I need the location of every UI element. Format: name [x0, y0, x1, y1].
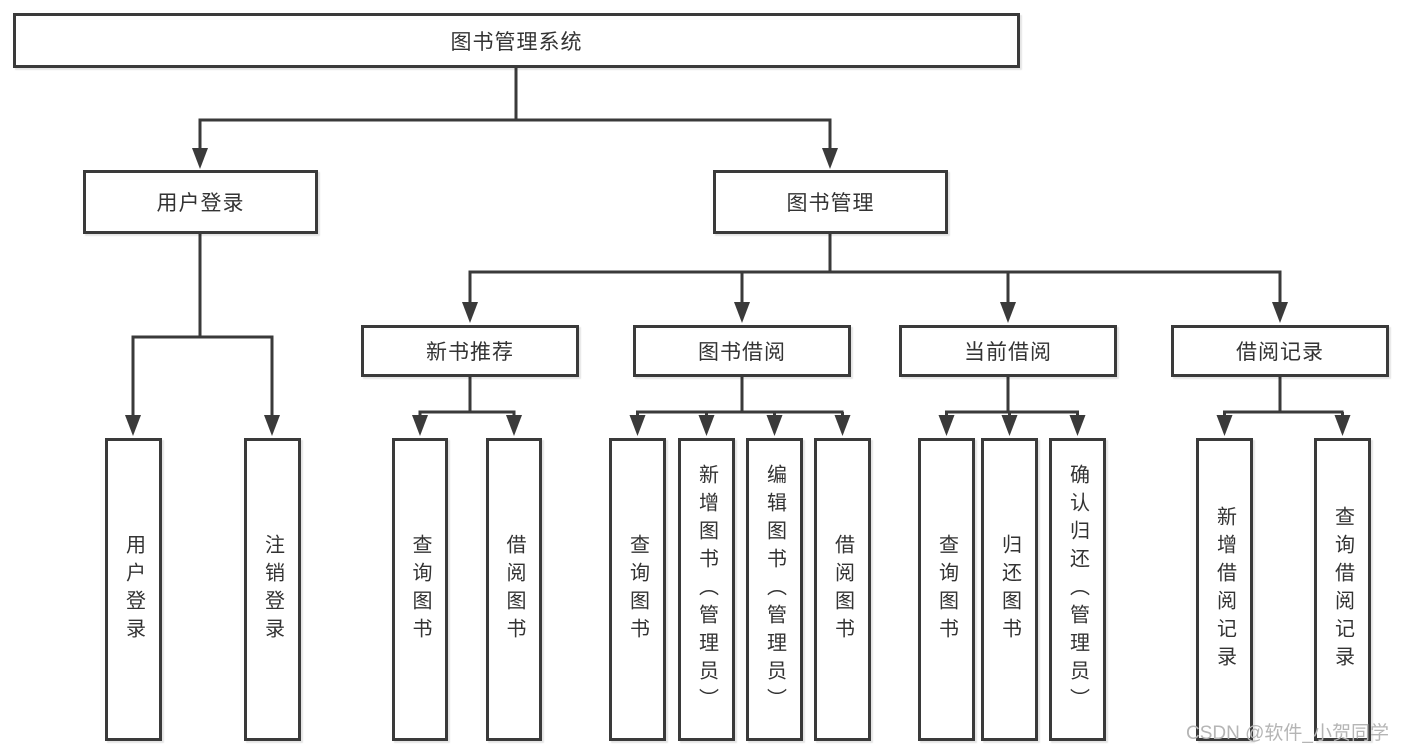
node-user-login: 用户登录	[83, 170, 318, 234]
node-root-label: 图书管理系统	[450, 30, 583, 54]
node-book-management-label: 图书管理	[786, 192, 875, 215]
node-book-borrowing-label: 图书借阅	[698, 341, 786, 364]
leaf-borrowing-borrow-books-label: 借阅图书	[831, 533, 854, 646]
leaf-current-confirm-return-admin: 确认归还（管理员）	[1049, 438, 1106, 741]
leaf-recommend-borrow-books: 借阅图书	[486, 438, 542, 741]
leaf-logout: 注销登录	[244, 438, 301, 741]
leaf-borrowing-query-books-label: 查询图书	[626, 533, 649, 646]
leaf-recommend-query-books: 查询图书	[392, 438, 448, 741]
leaf-borrowing-add-books-admin: 新增图书（管理员）	[678, 438, 735, 741]
leaf-borrowing-edit-books-admin-label: 编辑图书（管理员）	[763, 463, 786, 716]
leaf-logout-label: 注销登录	[261, 533, 284, 646]
leaf-borrowing-add-books-admin-label: 新增图书（管理员）	[695, 463, 718, 716]
leaf-records-query-record: 查询借阅记录	[1314, 438, 1371, 741]
leaf-recommend-query-books-label: 查询图书	[409, 533, 431, 646]
leaf-current-query-books: 查询图书	[918, 438, 975, 741]
node-book-management: 图书管理	[713, 170, 948, 234]
node-borrow-records-label: 借阅记录	[1236, 341, 1324, 364]
leaf-records-query-record-label: 查询借阅记录	[1331, 505, 1354, 674]
leaf-current-return-books: 归还图书	[981, 438, 1038, 741]
leaf-user-login-label: 用户登录	[122, 533, 145, 646]
leaf-recommend-borrow-books-label: 借阅图书	[503, 533, 525, 646]
leaf-current-query-books-label: 查询图书	[935, 533, 958, 646]
leaf-borrowing-borrow-books: 借阅图书	[814, 438, 871, 741]
node-borrow-records: 借阅记录	[1171, 325, 1389, 377]
leaf-current-return-books-label: 归还图书	[998, 533, 1021, 646]
leaf-borrowing-edit-books-admin: 编辑图书（管理员）	[746, 438, 803, 741]
node-current-borrow-label: 当前借阅	[964, 341, 1052, 364]
node-root: 图书管理系统	[13, 13, 1020, 68]
leaf-borrowing-query-books: 查询图书	[609, 438, 666, 741]
node-current-borrow: 当前借阅	[899, 325, 1117, 377]
csdn-watermark: CSDN @软件_小贺同学	[1186, 723, 1389, 744]
leaf-records-add-record: 新增借阅记录	[1196, 438, 1253, 741]
node-new-book-recommend: 新书推荐	[361, 325, 579, 377]
node-user-login-label: 用户登录	[156, 192, 245, 215]
node-book-borrowing: 图书借阅	[633, 325, 851, 377]
leaf-current-confirm-return-admin-label: 确认归还（管理员）	[1066, 463, 1089, 716]
leaf-records-add-record-label: 新增借阅记录	[1213, 505, 1236, 674]
node-new-book-recommend-label: 新书推荐	[426, 341, 514, 364]
leaf-user-login: 用户登录	[105, 438, 162, 741]
